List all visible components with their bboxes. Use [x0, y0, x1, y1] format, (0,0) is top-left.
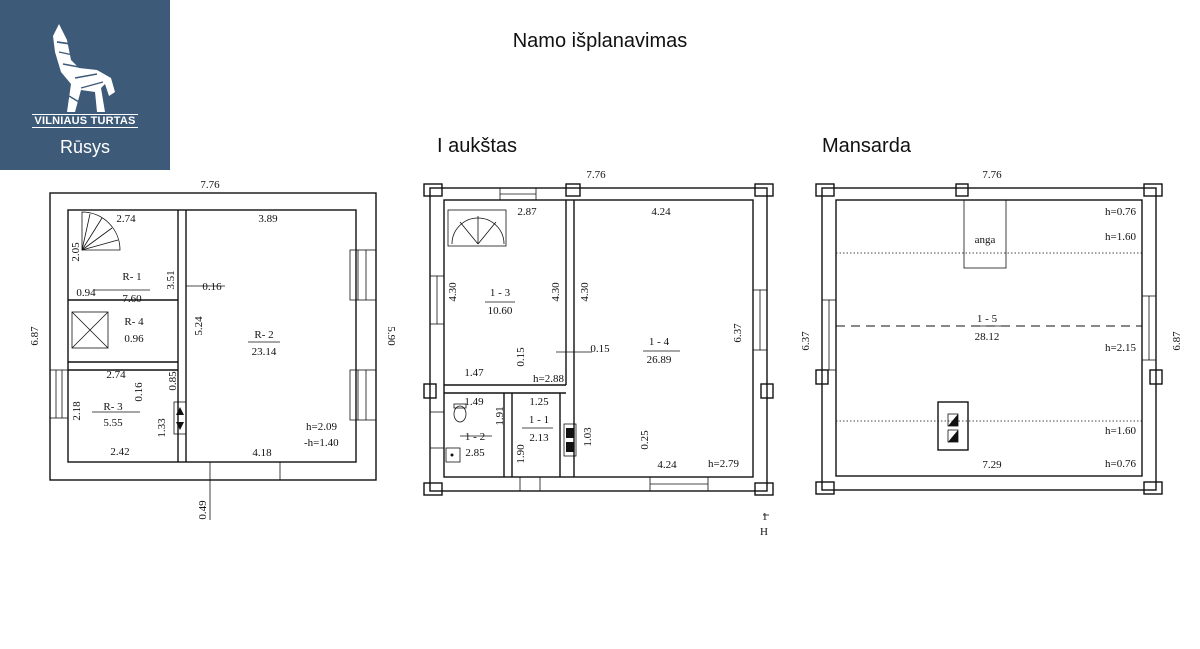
logo-subtitle: Rūsys: [59, 137, 110, 157]
dim: 2.74: [106, 369, 126, 381]
attic-width: 7.76: [982, 169, 1002, 181]
dim: 0.15: [515, 347, 527, 367]
room-id: 1 - 1: [529, 414, 549, 426]
dim: 0.25: [639, 430, 651, 450]
dim: 4.18: [252, 447, 272, 459]
logo-panel: VILNIAUS TURTAS Rūsys: [0, 0, 170, 170]
basement-plan: 7.76 6.87 5.90 2.74 2.05 0.94 3.51 0.16 …: [29, 179, 397, 520]
brand-name: VILNIAUS TURTAS: [32, 114, 138, 128]
height-label: h=1.60: [1105, 425, 1136, 437]
dim: 0.15: [590, 343, 610, 355]
dim: 4.30: [447, 282, 459, 302]
height-label: h=2.88: [533, 373, 564, 385]
attic-plan: 7.76 anga 6.37 6.87 1 - 5 28.12 7.29 h=0…: [800, 169, 1183, 495]
height-label: h=2.15: [1105, 342, 1136, 354]
room-id: R- 3: [103, 401, 123, 413]
room-area: 2.85: [465, 447, 485, 459]
height-label: h=2.09: [306, 421, 337, 433]
toilet-icon: [453, 403, 467, 423]
heading-attic: Mansarda: [822, 135, 911, 157]
opening-label: anga: [975, 234, 996, 246]
dim: 3.51: [165, 270, 177, 289]
dim: 5.24: [193, 316, 205, 336]
shaft-icon: [71, 311, 109, 349]
room-area: 2.13: [529, 432, 549, 444]
dim: 1.25: [529, 396, 549, 408]
room-id: R- 1: [122, 271, 141, 283]
dim: 2.87: [517, 206, 537, 218]
basement-right-depth: 5.90: [385, 326, 397, 346]
dim: 4.24: [657, 459, 677, 471]
room-area: 10.60: [488, 305, 513, 317]
heading-first-floor: I aukštas: [437, 135, 518, 157]
height-label: h=2.79: [708, 458, 739, 470]
first-floor-width: 7.76: [586, 169, 606, 181]
room-area: 23.14: [252, 346, 277, 358]
room-area: 0.96: [124, 333, 144, 345]
height-label: h=1.60: [1105, 231, 1136, 243]
dim: 4.30: [579, 282, 591, 302]
room-id: R- 4: [124, 316, 144, 328]
dim: 0.16: [133, 382, 145, 402]
wolf-logo-icon: [53, 24, 115, 112]
dim: 2.74: [116, 213, 136, 225]
attic-left-depth: 6.37: [800, 331, 812, 351]
dim: 4.24: [651, 206, 671, 218]
room-area: 7.60: [122, 293, 142, 305]
scale-mark: H: [760, 526, 768, 538]
dim: 6.37: [732, 323, 744, 343]
dim: 1.47: [464, 367, 484, 379]
dim: 1.90: [515, 444, 527, 464]
spiral-stair-icon: [81, 211, 121, 251]
room-area: 26.89: [647, 354, 672, 366]
height-label: -h=1.40: [304, 437, 339, 449]
dim: 1.03: [582, 427, 594, 447]
attic-right-depth: 6.87: [1171, 331, 1183, 351]
height-label: h=0.76: [1105, 206, 1136, 218]
room-id: 1 - 4: [649, 336, 670, 348]
height-label: h=0.76: [1105, 458, 1136, 470]
dim: 1.49: [464, 396, 484, 408]
room-id: R- 2: [254, 329, 273, 341]
basement-depth: 6.87: [29, 326, 41, 346]
room-id: 1 - 5: [977, 313, 998, 325]
dim: 2.42: [110, 446, 129, 458]
stair-arrows-icon: [173, 401, 187, 435]
page-title: Namo išplanavimas: [512, 30, 688, 52]
dim: 1.91: [494, 406, 506, 425]
dim: 2.18: [71, 401, 83, 421]
chimney-icon: [937, 401, 969, 451]
attic-bottom-width: 7.29: [982, 459, 1002, 471]
room-area: 5.55: [103, 417, 123, 429]
spiral-stair-icon: [447, 209, 507, 247]
dim: 0.16: [202, 281, 222, 293]
room-id: 1 - 3: [490, 287, 511, 299]
room-area: 28.12: [975, 331, 1000, 343]
dim: 4.30: [550, 282, 562, 302]
dim: 1.33: [156, 418, 168, 438]
scale-mark: 1: [762, 511, 768, 523]
room-id: 1 - 2: [465, 431, 485, 443]
sink-icon: [445, 447, 461, 463]
dim: 3.89: [258, 213, 278, 225]
first-floor-plan: 7.76 2.87 4.24 4.30 4.30 4.30 0.15 0.15 …: [423, 169, 774, 538]
dim: 2.05: [70, 242, 82, 262]
dim: 0.49: [197, 500, 209, 520]
basement-width: 7.76: [200, 179, 220, 191]
dim: 0.94: [76, 287, 96, 299]
chimney-icon: [563, 423, 577, 457]
dim: 0.85: [167, 371, 179, 391]
